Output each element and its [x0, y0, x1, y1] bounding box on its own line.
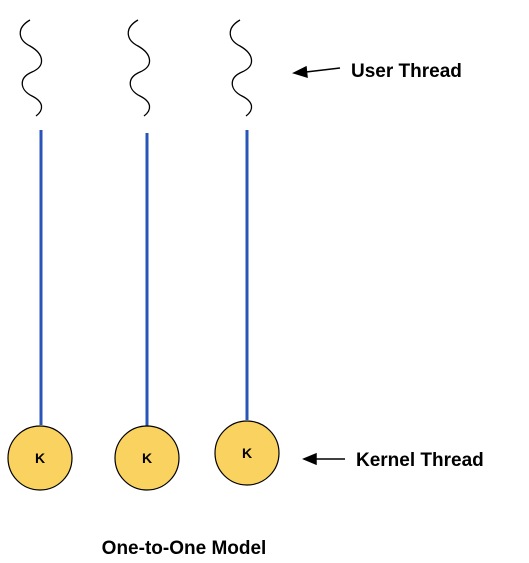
- user-thread-squiggle-1: [19, 19, 43, 117]
- thread-mapping-lines: [39, 130, 249, 426]
- kernel-circle-1: [7, 425, 73, 491]
- user-thread-label: User Thread: [351, 61, 462, 82]
- kernel-thread-label: Kernel Thread: [356, 450, 484, 471]
- kernel-thread-2: K: [114, 425, 180, 491]
- kernel-label-1: K: [35, 450, 45, 466]
- diagram-caption: One-to-One Model: [102, 538, 267, 559]
- user-thread-squiggle-2: [127, 19, 151, 117]
- kernel-thread-1: K: [7, 425, 73, 491]
- user-thread-arrow: [291, 65, 341, 79]
- user-thread-squiggles: [19, 19, 253, 117]
- kernel-label-2: K: [142, 450, 152, 466]
- kernel-thread-3: K: [214, 420, 280, 486]
- user-thread-squiggle-3: [229, 19, 253, 117]
- kernel-circle-3: [214, 420, 280, 486]
- kernel-circle-2: [114, 425, 180, 491]
- kernel-label-3: K: [242, 445, 252, 461]
- kernel-thread-arrow: [302, 452, 345, 466]
